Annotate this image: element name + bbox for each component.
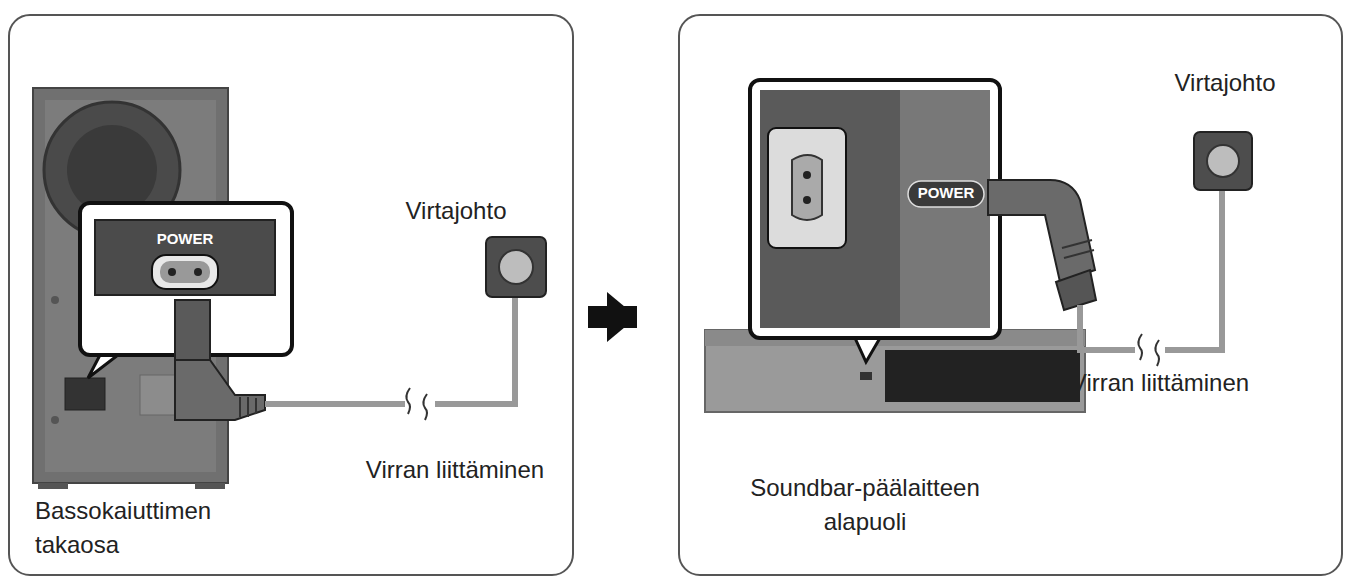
step-label: Virran liittäminen — [366, 455, 544, 485]
panel: Soundbar-päälaitteen alapuoli — [678, 14, 1343, 576]
flow-arrow — [588, 306, 637, 328]
cable-label: Virtajohto — [1175, 68, 1276, 98]
panel-caption: Bassokaiuttimen takaosa — [35, 494, 275, 562]
callout-inset — [750, 80, 1096, 362]
power-cable — [1080, 132, 1252, 366]
panel: Bassokaiuttimen takaosa — [8, 14, 574, 576]
callout-inset — [80, 203, 292, 420]
cable-label: Virtajohto — [406, 196, 507, 226]
step-label: Virran liittäminen — [1071, 368, 1249, 398]
power-cable — [265, 237, 546, 420]
port-label: POWER — [918, 184, 975, 201]
port-label: POWER — [157, 230, 214, 247]
soundbar — [705, 330, 1085, 412]
panel-caption: Soundbar-päälaitteen alapuoli — [715, 471, 1015, 539]
